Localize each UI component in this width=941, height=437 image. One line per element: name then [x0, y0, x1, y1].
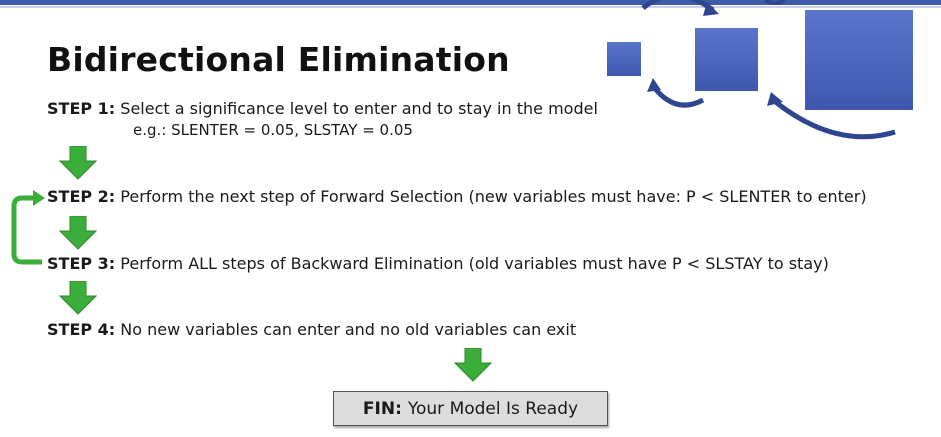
large-square	[805, 10, 913, 110]
fin-box: FIN: Your Model Is Ready	[333, 391, 608, 426]
step-2-label: STEP 2:	[47, 187, 116, 206]
down-arrow-icon	[59, 216, 97, 250]
curved-arrow-top	[641, 0, 715, 13]
step-1: STEP 1: Select a significance level to e…	[47, 99, 598, 118]
step-1-example: e.g.: SLENTER = 0.05, SLSTAY = 0.05	[133, 121, 413, 139]
top-accent-line	[0, 6, 941, 8]
fin-text: Your Model Is Ready	[407, 398, 579, 419]
step-2: STEP 2: Perform the next step of Forward…	[47, 187, 867, 206]
curved-arrow-right	[771, 98, 896, 140]
step-1-text: Select a significance level to enter and…	[120, 99, 598, 118]
down-arrow-icon	[454, 348, 492, 382]
step-4-text: No new variables can enter and no old va…	[120, 320, 577, 339]
step-3: STEP 3: Perform ALL steps of Backward El…	[47, 254, 829, 273]
step-3-text: Perform ALL steps of Backward Eliminatio…	[120, 254, 829, 273]
top-accent-bar	[0, 0, 941, 5]
down-arrow-icon	[59, 146, 97, 180]
medium-square	[695, 28, 758, 91]
page-title: Bidirectional Elimination	[47, 40, 510, 79]
loop-arrow-icon	[11, 190, 45, 265]
step-3-label: STEP 3:	[47, 254, 116, 273]
step-4-label: STEP 4:	[47, 320, 116, 339]
squares-graphic	[607, 0, 913, 140]
fin-label: FIN:	[362, 398, 402, 419]
small-square	[607, 42, 641, 76]
step-2-text: Perform the next step of Forward Selecti…	[120, 187, 867, 206]
down-arrow-icon	[59, 281, 97, 315]
step-4: STEP 4: No new variables can enter and n…	[47, 320, 576, 339]
step-1-label: STEP 1:	[47, 99, 116, 118]
